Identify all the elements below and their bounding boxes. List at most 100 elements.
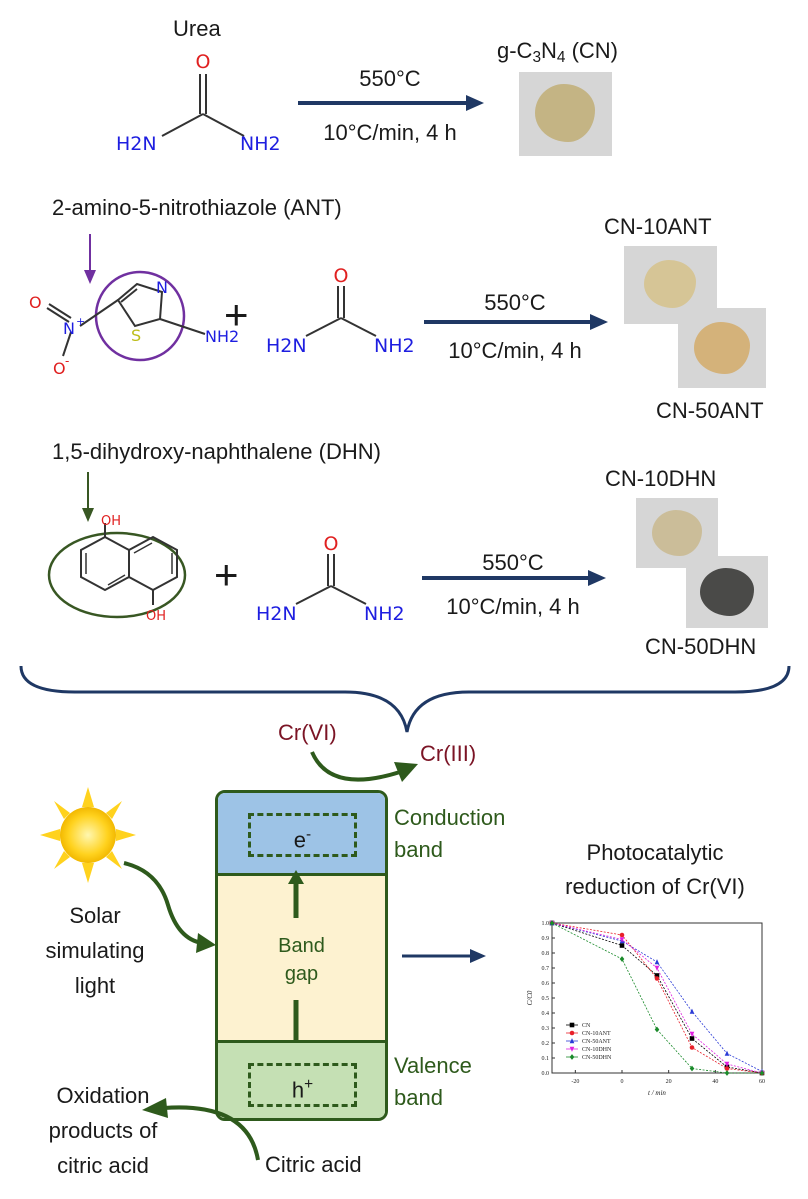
legend-label: CN-10ANT <box>582 1031 611 1037</box>
series-line-CN <box>551 922 763 1074</box>
data-point-CN-10ANT <box>654 976 660 981</box>
oxidation-arrow <box>142 1098 260 1161</box>
conduction-band-label: Conduction band <box>394 805 506 862</box>
cr6-label: Cr(VI) <box>278 720 337 745</box>
urea-structure-2: O H2N NH2 <box>266 265 415 357</box>
cn10dhn-label: CN-10DHN <box>605 466 717 491</box>
data-point-CN <box>689 1036 695 1041</box>
data-point-CN-10DHN <box>654 965 660 971</box>
urea-structure-3: O H2N NH2 <box>256 533 405 625</box>
data-point-CN <box>619 943 625 948</box>
dhn-oh-top: OH <box>101 514 121 529</box>
x-tick-label: 20 <box>666 1079 672 1085</box>
y-tick-label: 0.6 <box>542 981 550 987</box>
oxidation-products-label: Oxidation products of citric acid <box>48 1083 158 1178</box>
legend-marker-CN-50ANT <box>569 1038 575 1044</box>
data-point-CN-50ANT <box>689 1008 695 1014</box>
urea-oxygen: O <box>196 51 211 73</box>
data-point-CN-50DHN <box>619 956 625 962</box>
row2-arrow <box>424 314 608 330</box>
data-point-CN-10DHN <box>724 1061 730 1067</box>
data-point-CN-10DHN <box>689 1031 695 1037</box>
ant-label: 2-amino-5-nitrothiazole (ANT) <box>52 195 342 220</box>
row2-plus: + <box>224 291 249 338</box>
series-line-CN-10ANT <box>551 922 763 1074</box>
cn50dhn-photo <box>686 556 768 628</box>
urea2-oxygen: O <box>334 265 349 287</box>
row3-arrow-conditions: 10°C/min, 4 h <box>446 594 580 619</box>
y-tick-label: 0.7 <box>542 966 550 972</box>
x-tick-label: 0 <box>621 1079 624 1085</box>
series-line-CN-10DHN <box>551 922 763 1074</box>
band-gap-label: Band gap <box>278 935 325 985</box>
cn50ant-photo <box>678 308 766 388</box>
row1-arrow <box>298 95 484 111</box>
y-tick-label: 0.1 <box>542 1056 550 1062</box>
light-label: Solar simulating light <box>45 903 145 998</box>
hole-box: h+ <box>248 1063 357 1107</box>
data-point-CN-10ANT <box>619 932 625 938</box>
legend-marker-CN-10ANT <box>569 1030 575 1036</box>
cn10dhn-photo <box>636 498 718 568</box>
legend-label: CN <box>582 1023 591 1029</box>
excitation-arrow-lower <box>293 1000 299 1040</box>
data-point-CN-50DHN <box>759 1070 765 1076</box>
legend-label: CN-50ANT <box>582 1039 611 1045</box>
ant-ring-s: S <box>131 326 141 345</box>
band-gap-region: Band gap <box>218 876 385 1040</box>
y-tick-label: 0.5 <box>542 996 550 1002</box>
data-point-CN-10ANT <box>689 1045 695 1050</box>
ant-nh2: NH2 <box>205 327 239 346</box>
y-axis-label: C/C0 <box>526 990 534 1005</box>
cr3-label: Cr(III) <box>420 741 477 766</box>
row1-arrow-conditions: 10°C/min, 4 h <box>323 120 457 145</box>
data-point-CN-50DHN <box>549 920 555 926</box>
urea-structure-1: O H2N NH2 <box>116 51 281 155</box>
data-point-CN-50ANT <box>724 1050 730 1056</box>
to-chart-arrow <box>402 949 486 963</box>
ant-plus-charge: + <box>76 315 85 328</box>
ant-ring-n: N <box>156 278 168 297</box>
row3-arrow-temp: 550°C <box>482 550 544 575</box>
ant-pointer-arrow <box>84 234 96 284</box>
legend-marker-CN-10DHN <box>569 1046 575 1052</box>
conduction-band-box: e- <box>218 793 385 876</box>
ant-minus-charge: - <box>65 354 69 368</box>
ant-oxygen-bottom: O <box>53 359 66 378</box>
valence-band-label: Valence band <box>394 1053 472 1110</box>
row3-arrow <box>422 570 606 586</box>
valence-band-box: h+ <box>218 1040 385 1118</box>
data-point-CN-50ANT <box>654 959 660 965</box>
y-tick-label: 0.4 <box>542 1011 550 1017</box>
dhn-pointer-arrow <box>82 472 94 522</box>
y-tick-label: 0.2 <box>542 1041 550 1047</box>
data-point-CN-50DHN <box>724 1070 730 1076</box>
x-tick-label: -20 <box>571 1079 579 1085</box>
urea3-nh2-right: NH2 <box>364 603 405 625</box>
row3-plus: + <box>214 551 239 598</box>
excitation-arrow-upper <box>288 870 304 918</box>
urea-label: Urea <box>173 16 221 41</box>
y-tick-label: 1.0 <box>542 921 550 927</box>
urea-nh2-left: H2N <box>116 133 157 155</box>
photocat-title: Photocatalytic reduction of Cr(VI) <box>565 840 745 899</box>
cn50ant-label: CN-50ANT <box>656 398 764 423</box>
ant-oxygen-top: O <box>29 293 42 312</box>
x-tick-label: 60 <box>759 1079 765 1085</box>
electron-box: e- <box>248 813 357 857</box>
dhn-ring-highlight <box>47 531 187 619</box>
urea2-nh2-left: H2N <box>266 335 307 357</box>
light-arrow <box>123 861 216 953</box>
cn-product-label: g-C3N4 (CN) <box>497 38 619 66</box>
data-point-CN-10ANT <box>724 1066 730 1071</box>
y-tick-label: 0.9 <box>542 936 550 942</box>
series-line-CN-50DHN <box>551 922 762 1074</box>
urea3-nh2-left: H2N <box>256 603 297 625</box>
x-tick-label: 40 <box>712 1079 718 1085</box>
citric-acid-label: Citric acid <box>265 1152 362 1177</box>
urea2-nh2-right: NH2 <box>374 335 415 357</box>
legend-label: CN-50DHN <box>582 1055 612 1061</box>
y-tick-label: 0.8 <box>542 951 550 957</box>
chart-background <box>500 905 785 1110</box>
